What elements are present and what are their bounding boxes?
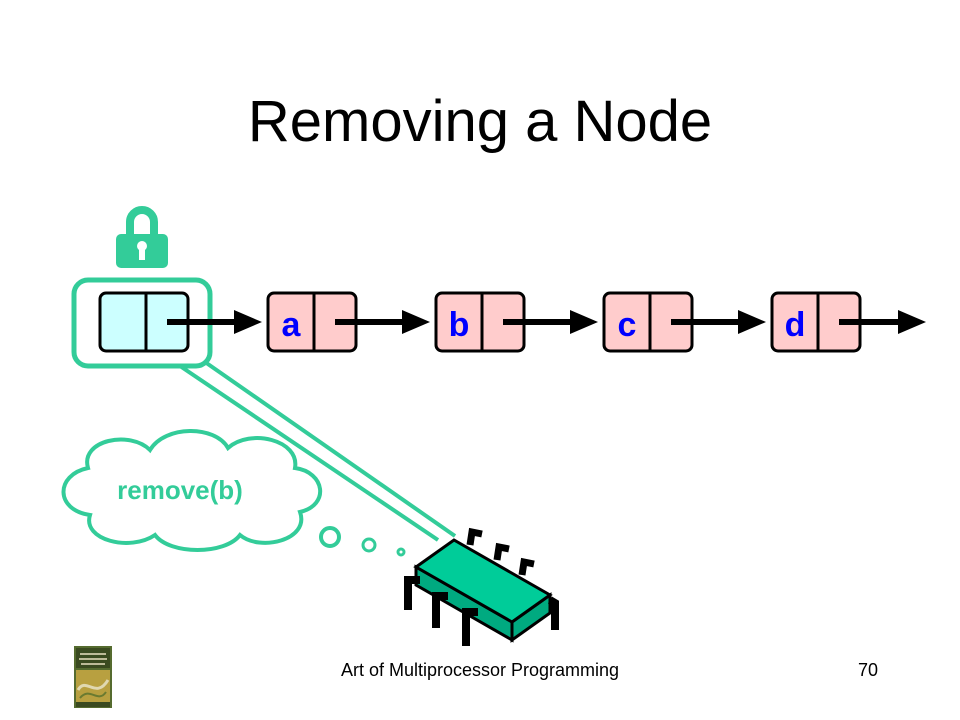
thought-text: remove(b) bbox=[117, 475, 243, 505]
list-node-b: b bbox=[434, 291, 526, 353]
list-node-c: c bbox=[602, 291, 694, 353]
pointer-arrow bbox=[839, 310, 926, 334]
node-label-a: a bbox=[282, 306, 302, 344]
pointer-arrow bbox=[671, 310, 766, 334]
node-label-d: d bbox=[785, 306, 806, 344]
list-node-a: a bbox=[266, 291, 358, 353]
footer-text: Art of Multiprocessor Programming bbox=[340, 660, 620, 680]
node-label-b: b bbox=[449, 306, 470, 344]
list-node-d: d bbox=[770, 291, 862, 353]
node-label-c: c bbox=[618, 306, 637, 344]
callout-lines bbox=[178, 360, 457, 542]
slide-title: Removing a Node bbox=[247, 89, 713, 154]
book-cover-thumbnail bbox=[74, 646, 112, 708]
thought-bubbles bbox=[319, 526, 406, 557]
page-number: 70 bbox=[857, 660, 879, 680]
pointer-arrow bbox=[167, 310, 262, 334]
pointer-arrows bbox=[167, 310, 926, 334]
pointer-arrow bbox=[335, 310, 430, 334]
processor-chip-icon bbox=[404, 527, 559, 646]
pointer-arrow bbox=[503, 310, 598, 334]
lock-icon bbox=[116, 206, 168, 268]
thought-cloud: remove(b) bbox=[61, 429, 322, 552]
